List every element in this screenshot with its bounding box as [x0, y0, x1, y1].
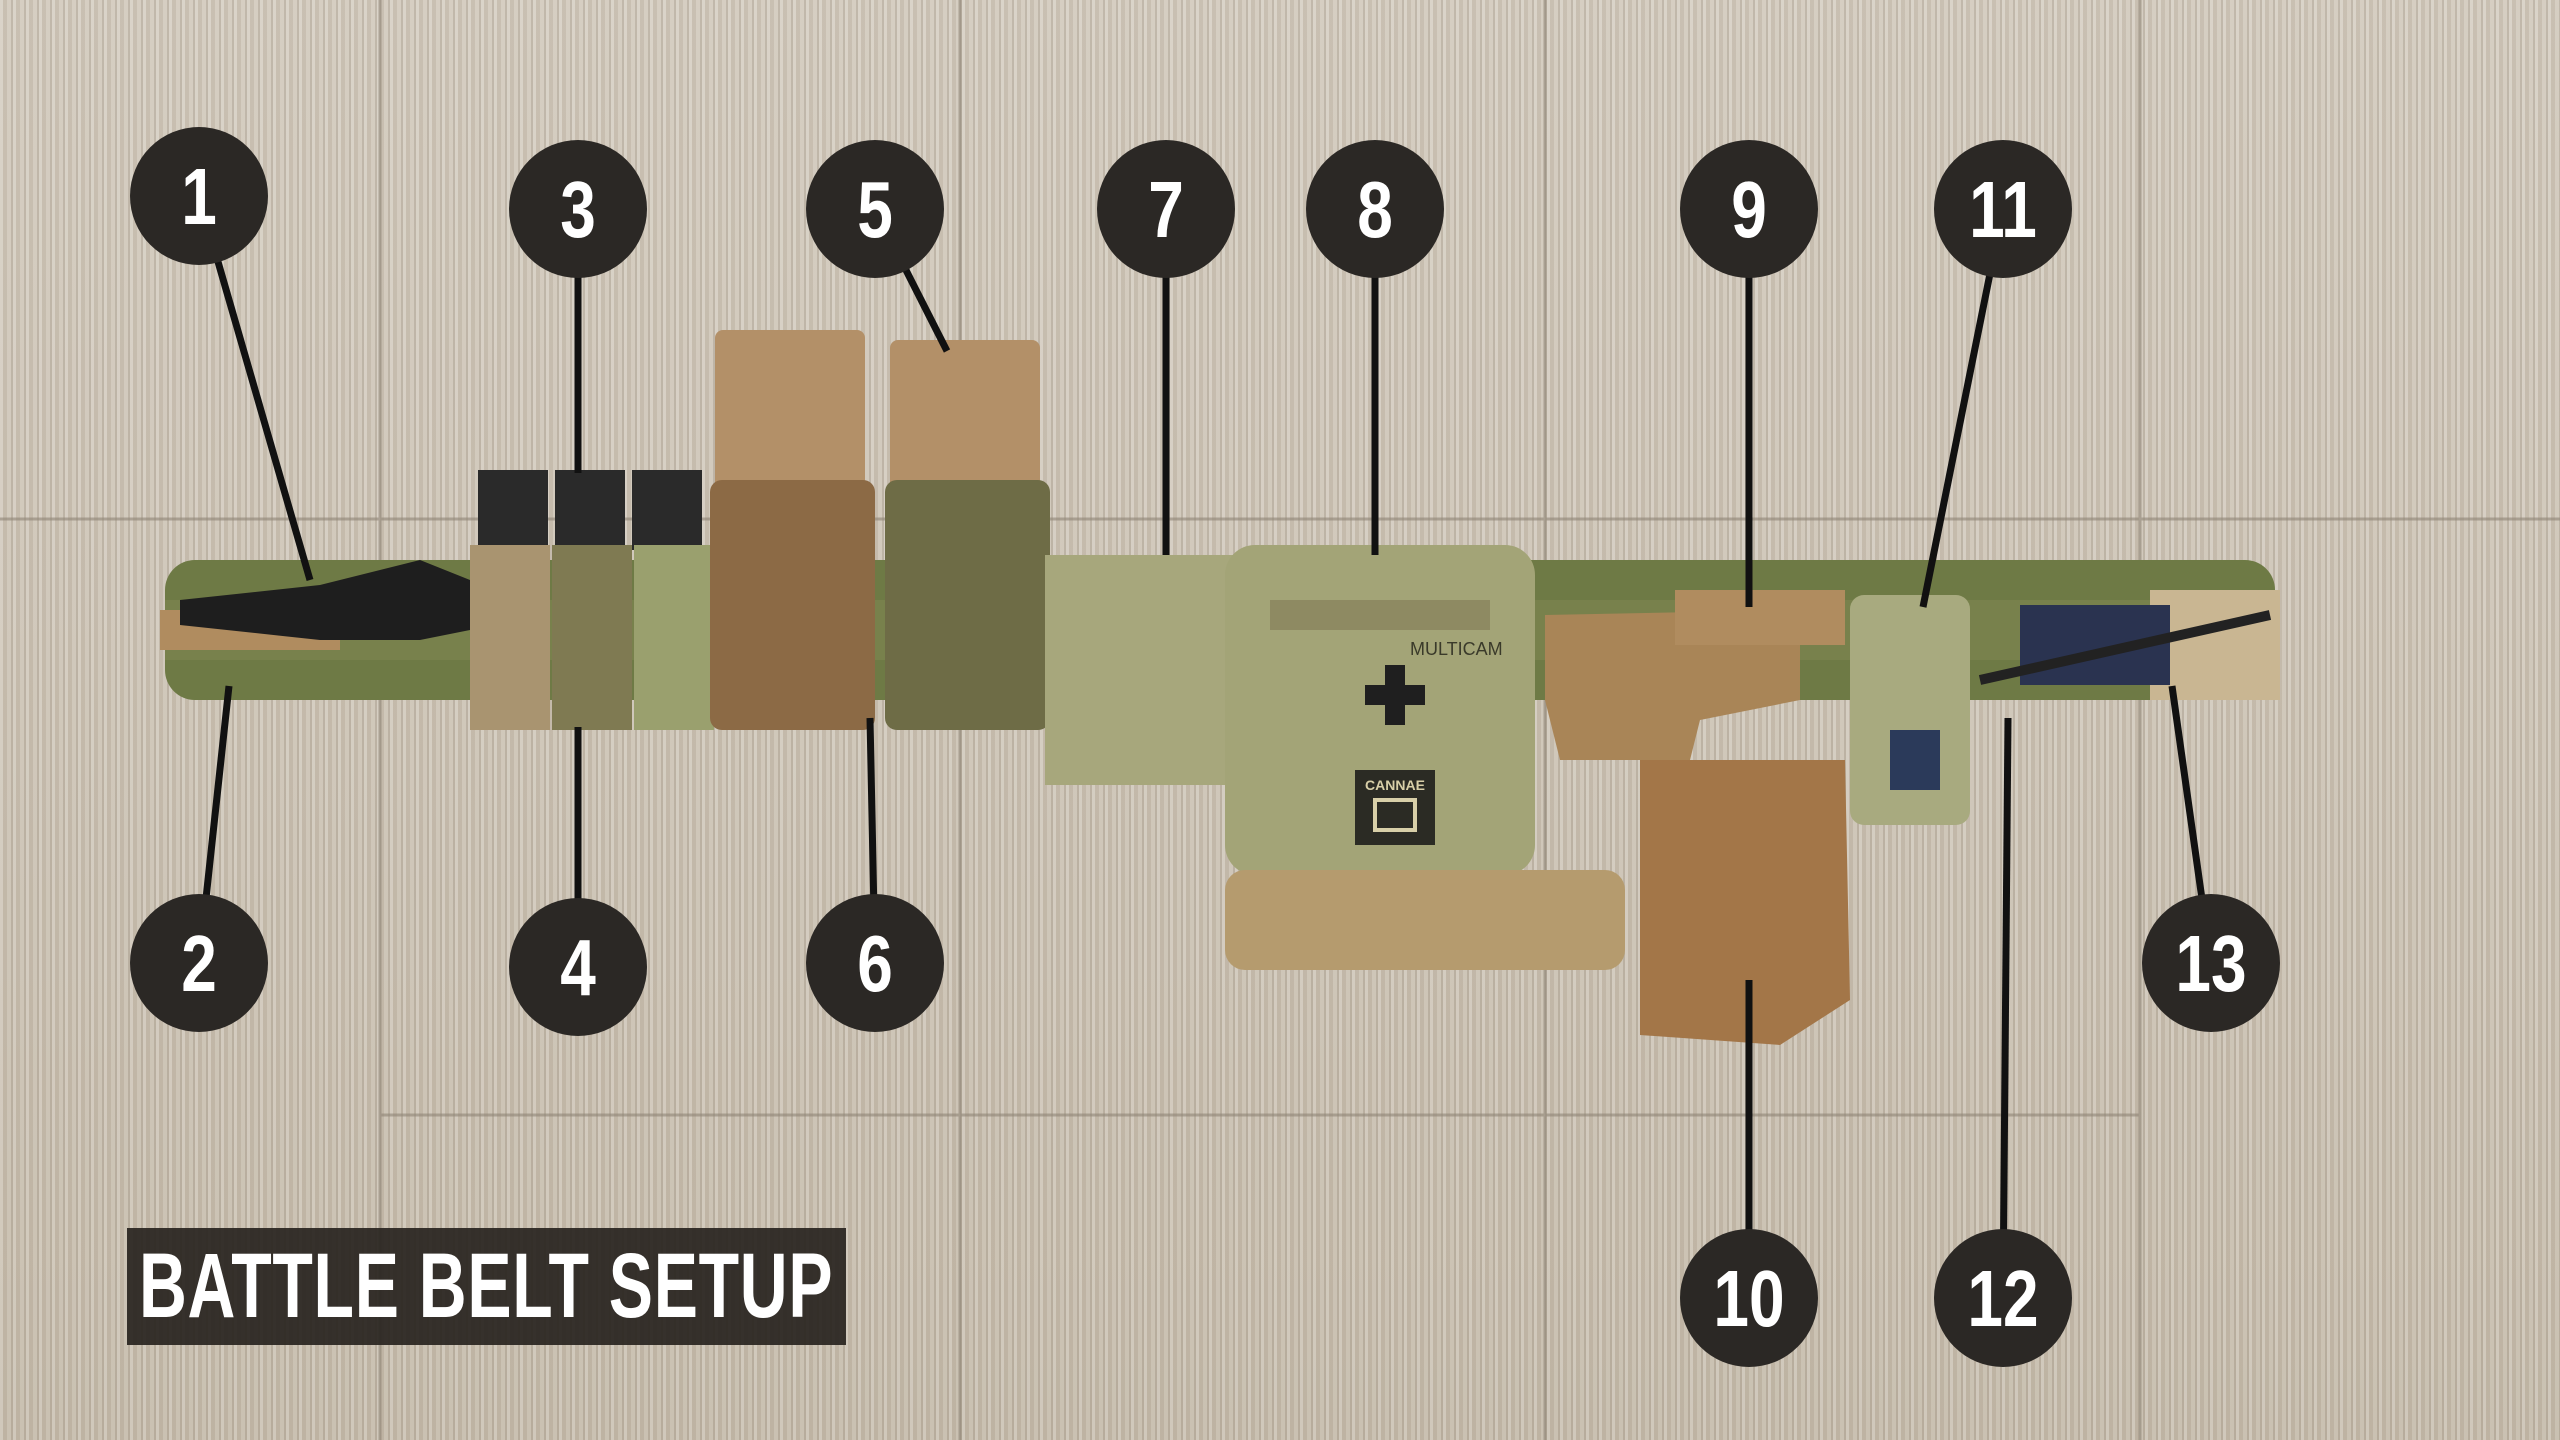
pistol-holster — [1545, 590, 1850, 1045]
callout-leader-line — [1999, 717, 2012, 1299]
callout-number: 7 — [1148, 165, 1184, 254]
callout-1: 1 — [130, 127, 314, 581]
callout-circle — [1306, 140, 1444, 278]
callout-number: 13 — [2175, 919, 2246, 1008]
rifle-mag-pouches — [710, 330, 1050, 730]
callout-number: 6 — [857, 919, 893, 1008]
callout-6: 6 — [806, 717, 944, 1032]
callout-12: 12 — [1934, 717, 2072, 1367]
callout-circle — [1680, 140, 1818, 278]
callout-number: 12 — [1967, 1254, 2038, 1343]
callout-circle — [509, 140, 647, 278]
callout-5: 5 — [806, 140, 951, 353]
callout-number: 10 — [1713, 1254, 1784, 1343]
drop-strap — [1225, 870, 1625, 970]
callout-7: 7 — [1097, 140, 1235, 555]
cannae-logo-icon — [1373, 798, 1417, 832]
callout-9: 9 — [1680, 140, 1818, 607]
callout-circle — [130, 894, 268, 1032]
callout-number: 8 — [1357, 165, 1393, 254]
callout-10: 10 — [1680, 980, 1818, 1367]
patch-brand-text: CANNAE — [1365, 777, 1425, 793]
medical-pouch-text: MULTICAM — [1410, 639, 1503, 659]
callout-circle — [1934, 1229, 2072, 1367]
cannae-patch-2 — [1890, 730, 1940, 790]
callout-number: 5 — [857, 165, 893, 254]
callout-number: 3 — [560, 165, 596, 254]
cannae-patch — [1355, 770, 1435, 845]
callout-13: 13 — [2142, 685, 2280, 1032]
pistol-mag-pouches — [470, 470, 714, 730]
callout-11: 11 — [1919, 140, 2072, 608]
callout-8: 8 — [1306, 140, 1444, 555]
tourniquet — [1978, 605, 2272, 685]
utility-pouch — [1045, 555, 1255, 785]
callout-number: 2 — [181, 919, 217, 1008]
callout-circle — [806, 894, 944, 1032]
tourniquet-pouch — [1850, 595, 1970, 825]
title-banner: BATTLE BELT SETUP — [127, 1228, 846, 1345]
callout-number: 11 — [1969, 165, 2037, 254]
callout-circle — [509, 898, 647, 1036]
callout-circle — [2142, 894, 2280, 1032]
callout-circle — [1097, 140, 1235, 278]
knife — [180, 560, 470, 640]
callout-4: 4 — [509, 727, 647, 1036]
callout-2: 2 — [130, 685, 268, 1032]
callout-number: 4 — [560, 923, 596, 1012]
callout-number: 9 — [1731, 165, 1767, 254]
callout-circle — [130, 127, 268, 265]
medical-pouch: MULTICAM CANNAE — [1225, 545, 1535, 875]
callout-circle — [806, 140, 944, 278]
callout-number: 1 — [181, 152, 217, 241]
callout-circle — [1934, 140, 2072, 278]
title-text: BATTLE BELT SETUP — [139, 1235, 834, 1337]
callout-circle — [1680, 1229, 1818, 1367]
callout-3: 3 — [509, 140, 647, 473]
cross-icon — [1365, 665, 1425, 725]
